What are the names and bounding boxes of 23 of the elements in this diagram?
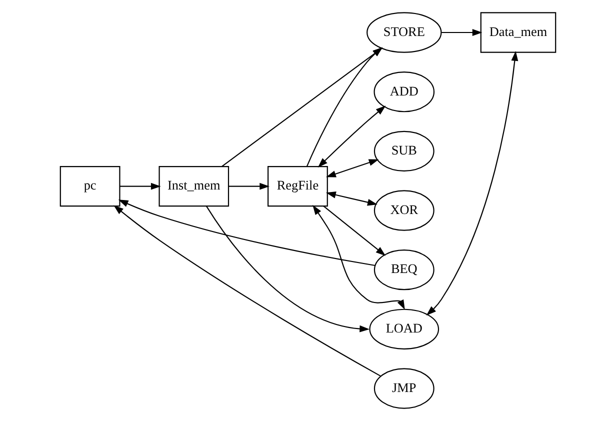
arrow xyxy=(312,204,405,310)
node-ellipse: SUB xyxy=(374,130,434,172)
node-ellipse: STORE xyxy=(366,12,442,53)
node-ellipse: ADD xyxy=(374,72,435,112)
arrow xyxy=(118,200,376,266)
arrow xyxy=(228,182,270,190)
arrow xyxy=(426,50,518,316)
node-ellipse: XOR xyxy=(374,190,434,231)
node-box: pc xyxy=(60,166,120,207)
arrow xyxy=(326,159,379,178)
arrow xyxy=(442,29,482,36)
node-box: Data_mem xyxy=(480,12,556,53)
node-ellipse: BEQ xyxy=(374,250,434,290)
arrow xyxy=(323,206,386,256)
node-ellipse: LOAD xyxy=(369,308,440,350)
arrow xyxy=(318,106,386,168)
node-box: Inst_mem xyxy=(158,166,230,207)
arrow xyxy=(114,205,381,377)
node-box: RegFile xyxy=(268,166,328,207)
arrow xyxy=(326,191,378,206)
arrow xyxy=(206,206,370,332)
arrow xyxy=(120,182,161,190)
node-ellipse: JMP xyxy=(374,368,434,409)
